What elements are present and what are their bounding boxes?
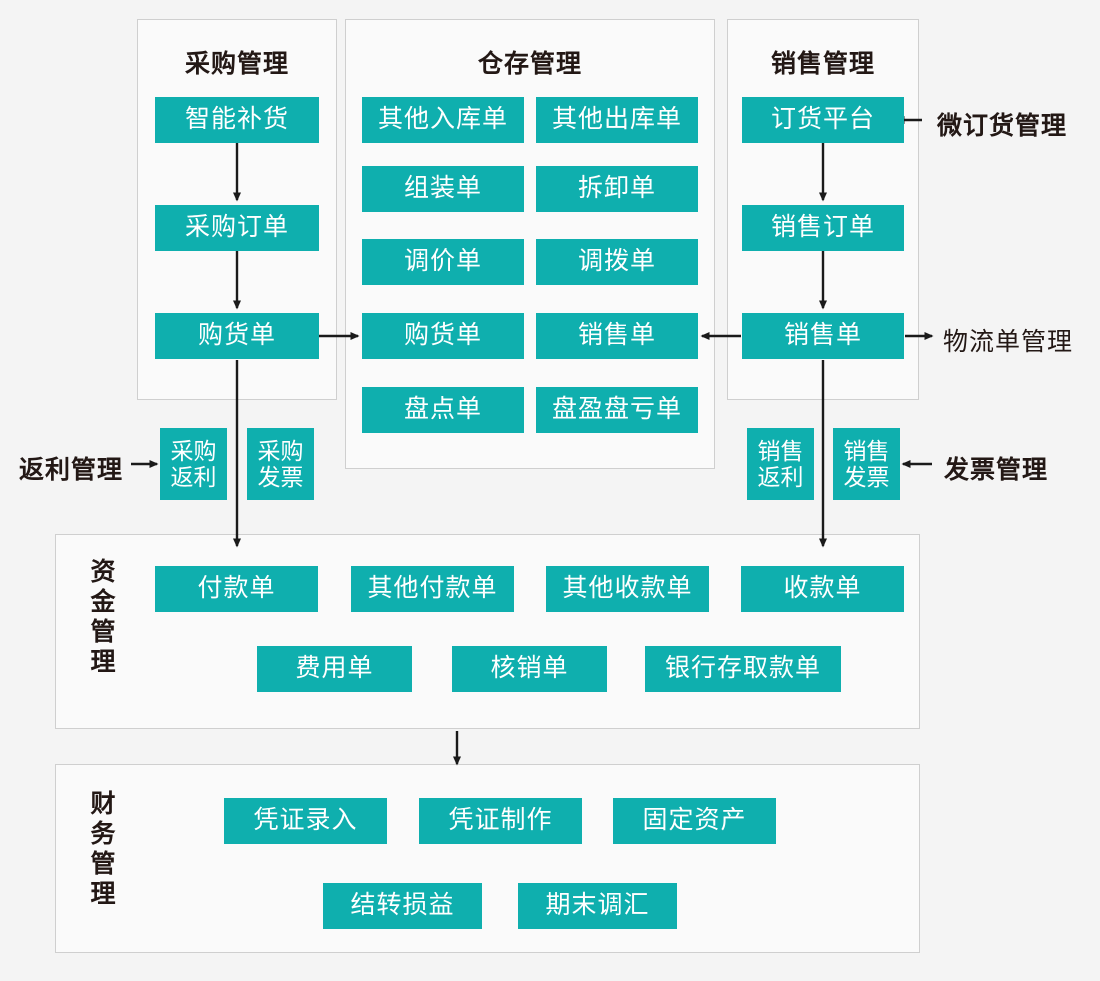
node-warehouse-left-2[interactable]: 调价单 xyxy=(362,239,524,285)
external-label-wechat-order: 微订货管理 xyxy=(937,112,1068,140)
node-warehouse-left-3[interactable]: 购货单 xyxy=(362,313,524,359)
node-mid-sales-rebate[interactable]: 销售返利 xyxy=(747,428,814,500)
node-funds-r2-1[interactable]: 核销单 xyxy=(452,646,607,692)
node-funds-r1-3[interactable]: 收款单 xyxy=(741,566,904,612)
panel-title-finance: 财务管理 xyxy=(90,790,116,908)
node-funds-r2-0[interactable]: 费用单 xyxy=(257,646,412,692)
node-purchase-2[interactable]: 购货单 xyxy=(155,313,319,359)
node-purchase-0[interactable]: 智能补货 xyxy=(155,97,319,143)
node-warehouse-right-0[interactable]: 其他出库单 xyxy=(536,97,698,143)
external-label-rebate: 返利管理 xyxy=(19,456,124,484)
panel-title-warehouse: 仓存管理 xyxy=(477,50,582,78)
node-finance-r1-1[interactable]: 凭证制作 xyxy=(419,798,582,844)
node-sales-2[interactable]: 销售单 xyxy=(742,313,904,359)
node-sales-0[interactable]: 订货平台 xyxy=(742,97,904,143)
node-warehouse-left-0[interactable]: 其他入库单 xyxy=(362,97,524,143)
node-warehouse-left-4[interactable]: 盘点单 xyxy=(362,387,524,433)
node-warehouse-right-3[interactable]: 销售单 xyxy=(536,313,698,359)
node-mid-purchase-rebate[interactable]: 采购返利 xyxy=(160,428,227,500)
node-warehouse-right-2[interactable]: 调拨单 xyxy=(536,239,698,285)
node-finance-r2-1[interactable]: 期末调汇 xyxy=(518,883,677,929)
panel-title-funds: 资金管理 xyxy=(90,558,116,676)
panel-finance xyxy=(55,764,920,953)
external-label-logistics: 物流单管理 xyxy=(943,328,1074,356)
node-warehouse-right-4[interactable]: 盘盈盘亏单 xyxy=(536,387,698,433)
node-funds-r1-0[interactable]: 付款单 xyxy=(155,566,318,612)
node-finance-r1-2[interactable]: 固定资产 xyxy=(613,798,776,844)
panel-title-sales: 销售管理 xyxy=(770,50,875,78)
panel-title-purchase: 采购管理 xyxy=(184,50,289,78)
node-purchase-1[interactable]: 采购订单 xyxy=(155,205,319,251)
panel-funds xyxy=(55,534,920,729)
node-finance-r1-0[interactable]: 凭证录入 xyxy=(224,798,387,844)
node-warehouse-right-1[interactable]: 拆卸单 xyxy=(536,166,698,212)
node-sales-1[interactable]: 销售订单 xyxy=(742,205,904,251)
node-funds-r1-2[interactable]: 其他收款单 xyxy=(546,566,709,612)
node-funds-r2-2[interactable]: 银行存取款单 xyxy=(645,646,841,692)
node-mid-purchase-invoice[interactable]: 采购发票 xyxy=(247,428,314,500)
node-warehouse-left-1[interactable]: 组装单 xyxy=(362,166,524,212)
node-finance-r2-0[interactable]: 结转损益 xyxy=(323,883,482,929)
node-funds-r1-1[interactable]: 其他付款单 xyxy=(351,566,514,612)
node-mid-sales-invoice[interactable]: 销售发票 xyxy=(833,428,900,500)
external-label-invoice: 发票管理 xyxy=(944,456,1049,484)
